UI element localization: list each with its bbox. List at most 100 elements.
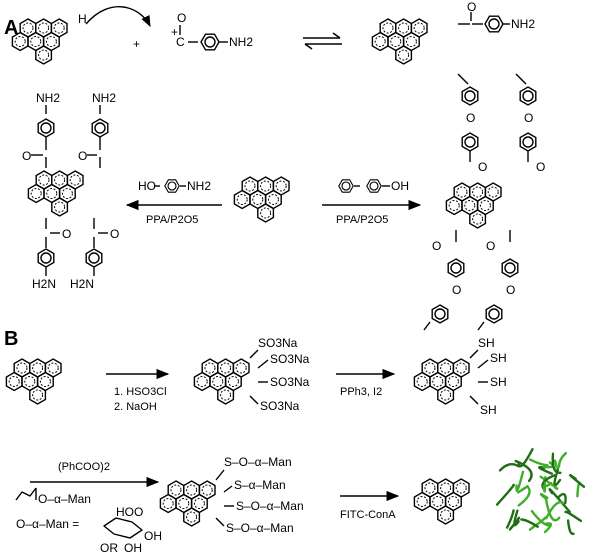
- tetrathiol: SH SH SH SH: [414, 336, 507, 417]
- svg-text:SO3Na: SO3Na: [258, 336, 298, 350]
- svg-text:O: O: [478, 160, 487, 174]
- allyl-mannoside: O–α–Man: [15, 487, 91, 506]
- tetra-phenoxybenzoyl-product: O O O O O O O O: [423, 73, 545, 331]
- protein-strand: [569, 473, 586, 488]
- protein-strand: [505, 509, 515, 529]
- product-amine: NH2: [511, 17, 535, 31]
- protein-strand: [576, 481, 582, 498]
- panel-label-b: B: [4, 328, 18, 350]
- svg-text:S–O–α–Man: S–O–α–Man: [236, 499, 304, 513]
- step2-conditions: PPh3, I2: [340, 386, 382, 398]
- tetra-aminobenzoyl-product: NH2 NH2 O O O O H2N H2N: [22, 91, 119, 291]
- mannose-structure: HO O OH OH OR: [100, 505, 162, 555]
- svg-text:O: O: [78, 149, 87, 163]
- svg-text:O–α–Man: O–α–Man: [38, 492, 91, 506]
- svg-text:SH: SH: [480, 403, 497, 417]
- protein-strand: [517, 486, 531, 507]
- hydrogen-label: H: [78, 12, 87, 26]
- svg-text:O: O: [452, 283, 461, 297]
- svg-text:OH: OH: [124, 541, 142, 555]
- svg-text:O: O: [524, 111, 533, 125]
- svg-text:SH: SH: [490, 351, 507, 365]
- svg-text:O: O: [22, 149, 31, 163]
- protein-strand: [557, 452, 568, 469]
- svg-text:HO: HO: [116, 505, 134, 519]
- svg-text:OH: OH: [144, 529, 162, 543]
- svg-text:O: O: [466, 111, 475, 125]
- phenoxybenzoic-acid-reagent: OH: [338, 179, 409, 193]
- protein-strand: [542, 481, 547, 493]
- pyrene-center: [234, 177, 289, 222]
- fitc-cona-label: FITC-ConA: [340, 509, 396, 521]
- protein-strand: [537, 465, 553, 475]
- protein-strand: [564, 510, 582, 523]
- cona-protein: [495, 448, 586, 536]
- protein-strand: [528, 458, 549, 467]
- glycosylated-pah: S–O–α–Man S–α–Man S–O–α–Man S–O–α–Man: [160, 455, 304, 535]
- protein-strand: [513, 509, 520, 527]
- protein-strand: [553, 459, 558, 469]
- svg-text:H2N: H2N: [32, 277, 56, 291]
- protein-strand: [508, 516, 521, 531]
- protein-strand: [566, 519, 575, 536]
- aminobenzoic-acid-reagent: HO NH2: [138, 179, 211, 193]
- svg-text:SO3Na: SO3Na: [270, 375, 310, 389]
- panel-label-a: A: [4, 17, 18, 39]
- svg-text:O: O: [432, 239, 441, 253]
- protein-strand: [520, 518, 539, 528]
- svg-text:O: O: [536, 160, 545, 174]
- pyrene-start-b: [6, 359, 61, 404]
- step1-line2: 2. NaOH: [114, 401, 157, 413]
- tetrasulfonate: SO3Na SO3Na SO3Na SO3Na: [194, 336, 310, 413]
- acyl-pah-product: [372, 19, 427, 64]
- protein-strand: [528, 516, 547, 531]
- svg-text:O: O: [486, 239, 495, 253]
- svg-text:OH: OH: [391, 179, 409, 193]
- protein-strand: [498, 463, 520, 472]
- svg-text:O: O: [467, 0, 476, 14]
- svg-text:O: O: [110, 227, 119, 241]
- product-ketone: O NH2: [458, 0, 535, 33]
- svg-text:SH: SH: [478, 336, 495, 350]
- protein-strand: [539, 492, 549, 500]
- protein-strand: [545, 501, 565, 520]
- svg-text:SH: SH: [490, 375, 507, 389]
- acylium-oxygen: O: [177, 11, 186, 25]
- plus-sign: +: [133, 37, 140, 51]
- svg-text:S–O–α–Man: S–O–α–Man: [224, 455, 292, 469]
- svg-text:SO3Na: SO3Na: [260, 399, 300, 413]
- svg-text:O: O: [134, 505, 143, 519]
- protein-strand: [514, 459, 533, 483]
- equilibrium-arrow: [303, 32, 342, 50]
- protein-strand: [544, 497, 561, 522]
- protein-strand: [543, 522, 553, 534]
- acylium-amine: NH2: [229, 35, 253, 49]
- svg-text:H2N: H2N: [70, 277, 94, 291]
- pah-reactant: [12, 19, 67, 64]
- protein-strand: [551, 452, 562, 474]
- svg-text:NH2: NH2: [187, 179, 211, 193]
- protein-strand: [515, 470, 525, 492]
- acylium-charge: +: [171, 25, 178, 39]
- conditions-right: PPA/P2O5: [336, 214, 388, 226]
- svg-text:S–α–Man: S–α–Man: [234, 478, 286, 492]
- svg-text:OR: OR: [100, 541, 118, 555]
- acylium-carbon: C: [176, 35, 185, 49]
- protein-strand: [539, 475, 559, 490]
- svg-text:S–O–α–Man: S–O–α–Man: [226, 521, 294, 535]
- radical-initiator: (PhCOO)2: [58, 461, 110, 473]
- curved-arrow: [85, 6, 151, 28]
- svg-text:O: O: [62, 227, 71, 241]
- step1-line1: 1. HSO3Cl: [114, 386, 167, 398]
- svg-text:O: O: [506, 283, 515, 297]
- protein-strand: [557, 492, 567, 505]
- pyrene-final: [414, 479, 469, 524]
- man-definition: O–α–Man =: [16, 517, 79, 531]
- protein-strand: [548, 488, 571, 514]
- svg-text:SO3Na: SO3Na: [270, 352, 310, 366]
- protein-strand: [495, 483, 516, 506]
- conditions-left: PPA/P2O5: [146, 214, 198, 226]
- svg-text:NH2: NH2: [92, 91, 116, 105]
- acylium-ion: + C O NH2: [171, 11, 253, 51]
